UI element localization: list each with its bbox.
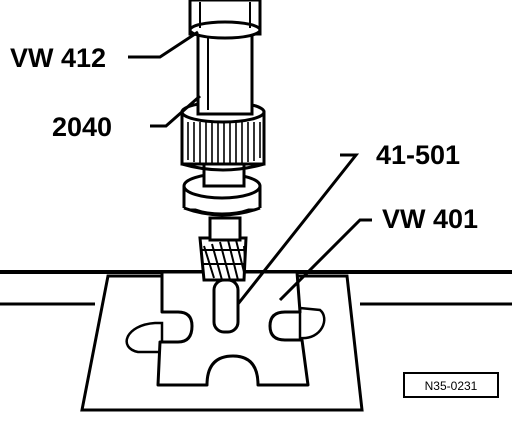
- label-2040: 2040: [52, 112, 112, 142]
- pinion-gear: [198, 236, 248, 282]
- label-41-501: 41-501: [376, 140, 460, 170]
- leader-lines: [128, 30, 372, 305]
- plate-slot-left: [125, 321, 164, 354]
- label-vw401: VW 401: [382, 204, 478, 234]
- label-vw412: VW 412: [10, 43, 106, 73]
- shaft-lower: [182, 158, 262, 242]
- tube-vw412: [188, 0, 262, 116]
- figure-ref: N35-0231: [425, 379, 478, 393]
- tool-41-501: [212, 278, 240, 334]
- plate-slot-right: [298, 306, 326, 340]
- figure-ref-box: N35-0231: [403, 372, 499, 398]
